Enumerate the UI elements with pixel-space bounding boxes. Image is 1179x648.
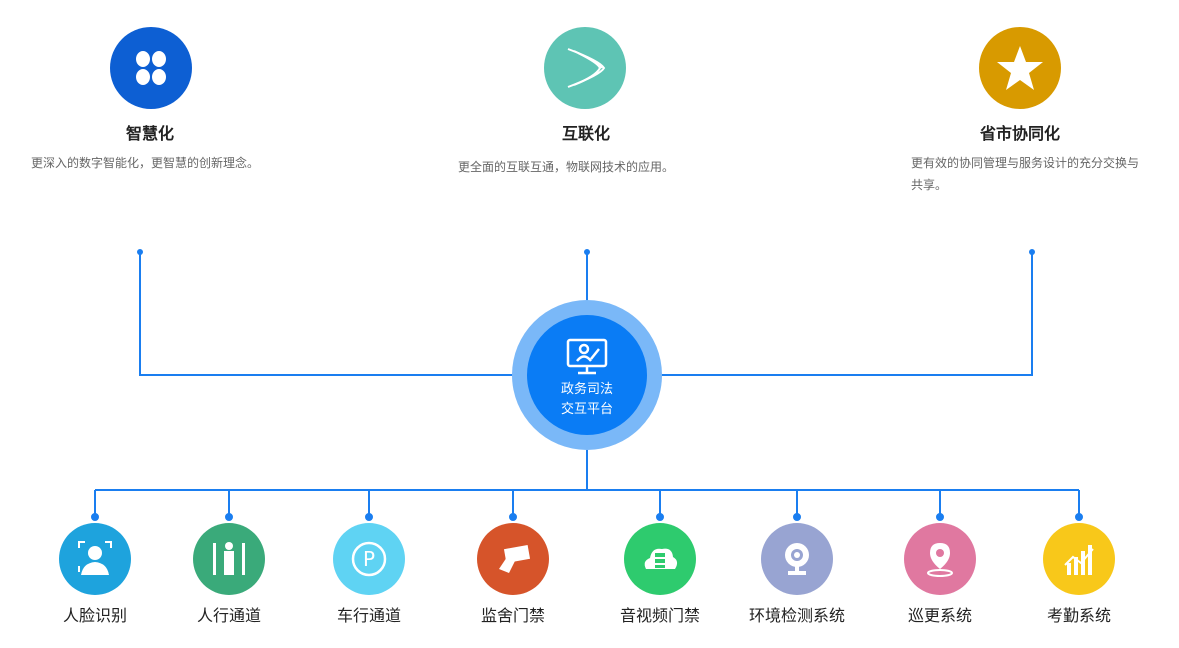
four-dots-icon xyxy=(136,51,166,85)
connector-dot xyxy=(91,513,99,521)
parking-icon: P xyxy=(351,541,387,577)
smart-icon-circle xyxy=(110,27,192,109)
system-item-icon-circle[interactable] xyxy=(59,523,131,595)
center-hub[interactable]: 政务司法 交互平台 xyxy=(527,315,647,435)
system-item-icon-circle[interactable] xyxy=(1043,523,1115,595)
connector-dot xyxy=(1075,513,1083,521)
feature-title-smart: 智慧化 xyxy=(125,124,174,143)
monitor-user-icon xyxy=(566,338,608,375)
system-item-label[interactable]: 监舍门禁 xyxy=(480,606,545,625)
webcam-icon xyxy=(785,543,809,575)
feature-title-collab: 省市协同化 xyxy=(979,124,1060,143)
system-item-label[interactable]: 车行通道 xyxy=(336,606,401,625)
center-title-line1: 政务司法 xyxy=(560,382,613,397)
swipe-arcs-icon xyxy=(567,48,606,88)
face-recognition-icon xyxy=(78,541,112,575)
connector-dot xyxy=(936,513,944,521)
connector-dot xyxy=(225,513,233,521)
system-item-label[interactable]: 考勤系统 xyxy=(1046,606,1111,625)
system-item-icon-circle[interactable]: P xyxy=(333,523,405,595)
interconnect-icon-circle xyxy=(544,27,626,109)
system-item-icon-circle[interactable] xyxy=(624,523,696,595)
system-item-label[interactable]: 人行通道 xyxy=(196,606,261,625)
connector-dot xyxy=(793,513,801,521)
pedestrian-gate-icon xyxy=(213,542,245,575)
system-item-label[interactable]: 音视频门禁 xyxy=(619,606,700,625)
connector-dot xyxy=(365,513,373,521)
feature-desc-interconnect: 更全面的互联互通，物联网技术的应用。 xyxy=(458,160,675,174)
feature-title-interconnect: 互联化 xyxy=(561,124,610,143)
location-pin-icon xyxy=(927,543,953,577)
system-item-label[interactable]: 人脸识别 xyxy=(62,606,127,625)
svg-text:P: P xyxy=(363,547,375,571)
feature-desc-smart: 更深入的数字智能化，更智慧的创新理念。 xyxy=(31,156,260,170)
feature-desc-collab: 更有效的协同管理与服务设计的充分交换与共享。 xyxy=(911,156,1140,192)
connector-dot xyxy=(656,513,664,521)
collab-icon-circle xyxy=(979,27,1061,109)
card-swipe-icon xyxy=(499,545,531,573)
connector-dot xyxy=(509,513,517,521)
system-item-icon-circle[interactable] xyxy=(904,523,976,595)
system-item-label[interactable]: 环境检测系统 xyxy=(748,606,845,625)
system-item-icon-circle[interactable] xyxy=(761,523,833,595)
star-icon xyxy=(997,46,1043,90)
system-item-icon-circle[interactable] xyxy=(477,523,549,595)
system-item-label[interactable]: 巡更系统 xyxy=(907,606,972,625)
center-title-line2: 交互平台 xyxy=(560,402,613,417)
chart-icon xyxy=(1064,545,1094,575)
system-item-icon-circle[interactable] xyxy=(193,523,265,595)
cloud-server-icon xyxy=(644,548,678,569)
